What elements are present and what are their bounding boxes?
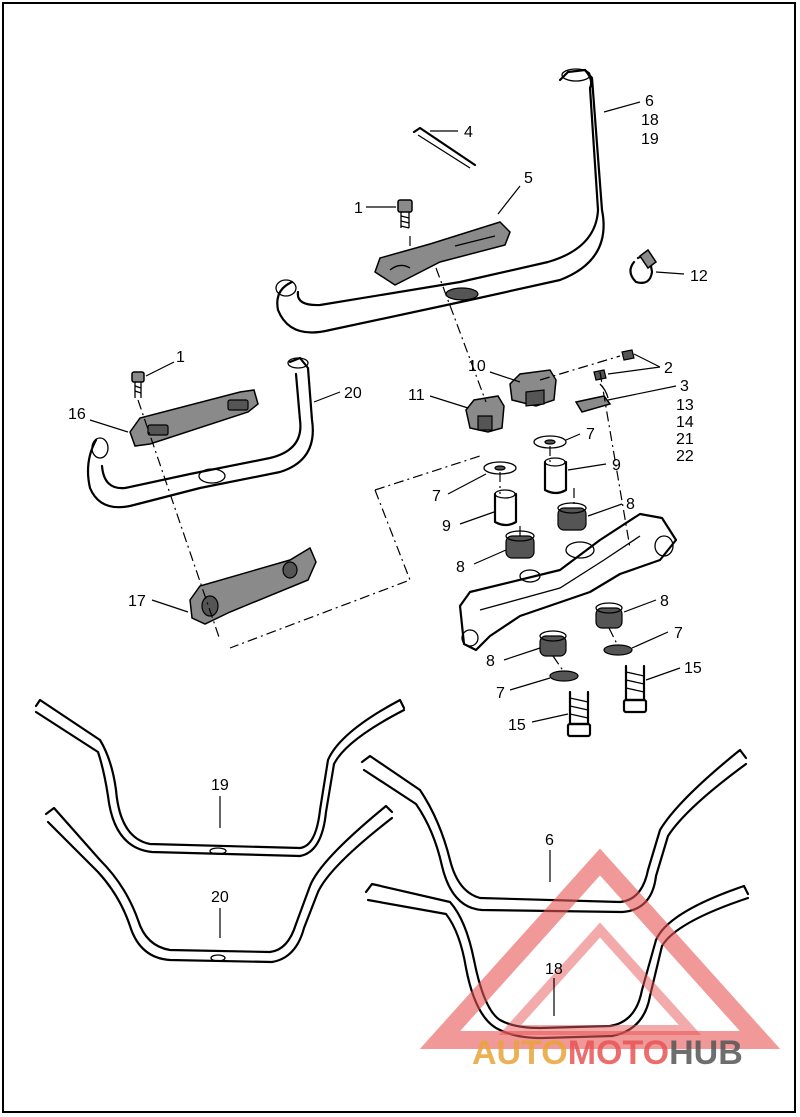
watermark-text: AUTOMOTOHUB (472, 1034, 743, 1072)
callout-7-a: 7 (586, 426, 595, 443)
callout-14: 14 (676, 414, 694, 431)
callout-7-c: 7 (674, 625, 683, 642)
lower-clamp-17 (189, 546, 317, 625)
callout-9-a: 9 (612, 457, 621, 474)
callout-1-left: 1 (176, 349, 185, 366)
watermark-logo (419, 848, 781, 1049)
handlebar-20-outline (44, 804, 394, 964)
clamp-16 (129, 389, 259, 447)
callout-4: 4 (464, 124, 473, 141)
bracket-3 (574, 383, 612, 413)
callout-6-top: 6 (645, 93, 654, 110)
handlebar-20-left (86, 356, 314, 509)
callout-22: 22 (676, 448, 694, 465)
riser-11 (465, 395, 505, 433)
screw-1-left (131, 371, 145, 398)
watermark-auto: AUTO (472, 1034, 568, 1072)
callout-12: 12 (690, 268, 708, 285)
washer-7-lower-right (603, 644, 633, 656)
callout-15-b: 15 (508, 717, 526, 734)
clip-12 (629, 248, 658, 284)
callout-21: 21 (676, 431, 694, 448)
handlebar-6-top (275, 68, 605, 334)
rubber-bushing-8-upper-left (505, 530, 535, 559)
rubber-bushing-8-lower-right (595, 602, 623, 629)
callout-labels: 1 1 2 4 5 6 18 19 3 13 14 21 22 10 11 12… (68, 93, 708, 978)
callout-7-b: 7 (432, 488, 441, 505)
callout-18-bottom: 18 (545, 961, 563, 978)
rubber-bushing-8-lower-left (539, 630, 567, 657)
rubber-bushing-8-upper-right (557, 502, 587, 531)
callout-18-top: 18 (641, 112, 659, 129)
callout-5: 5 (524, 170, 533, 187)
bolt-15-right (622, 664, 648, 714)
callout-7-d: 7 (496, 685, 505, 702)
watermark-hub: HUB (669, 1034, 743, 1072)
screw-1-top (397, 199, 413, 229)
callout-19-bottom: 19 (211, 777, 229, 794)
callout-8-a: 8 (626, 496, 635, 513)
bolt-15-left (566, 690, 592, 738)
washer-7-lower-left (549, 670, 579, 682)
callout-20-bottom: 20 (211, 889, 229, 906)
callout-19-top: 19 (641, 131, 659, 148)
callout-8-b: 8 (456, 559, 465, 576)
callout-15-a: 15 (684, 660, 702, 677)
upper-fork-bracket (458, 512, 678, 652)
bushing-9-right (543, 457, 568, 495)
bushing-9-left (493, 489, 518, 527)
callout-13: 13 (676, 397, 694, 414)
callout-3: 3 (680, 378, 689, 395)
handlebar-19-outline (34, 698, 406, 858)
assembly-lines (137, 236, 631, 673)
handlebar-6-outline (360, 748, 748, 914)
callout-6-bottom: 6 (545, 832, 554, 849)
callout-8-c: 8 (660, 593, 669, 610)
callout-17: 17 (128, 593, 146, 610)
leader-lines (89, 101, 685, 1016)
callout-9-b: 9 (442, 518, 451, 535)
riser-10 (509, 369, 557, 407)
callout-11: 11 (408, 387, 425, 404)
callout-8-d: 8 (486, 653, 495, 670)
watermark-moto: MOTO (568, 1034, 669, 1072)
callout-2: 2 (664, 360, 673, 377)
clamp-5 (374, 221, 511, 286)
svg-text:AUTOMOTOHUB: AUTOMOTOHUB (472, 1034, 743, 1072)
callout-10: 10 (468, 358, 486, 375)
callout-1-top: 1 (354, 200, 363, 217)
pin-4 (412, 126, 477, 169)
callout-20-left: 20 (344, 385, 362, 402)
callout-16: 16 (68, 406, 86, 423)
